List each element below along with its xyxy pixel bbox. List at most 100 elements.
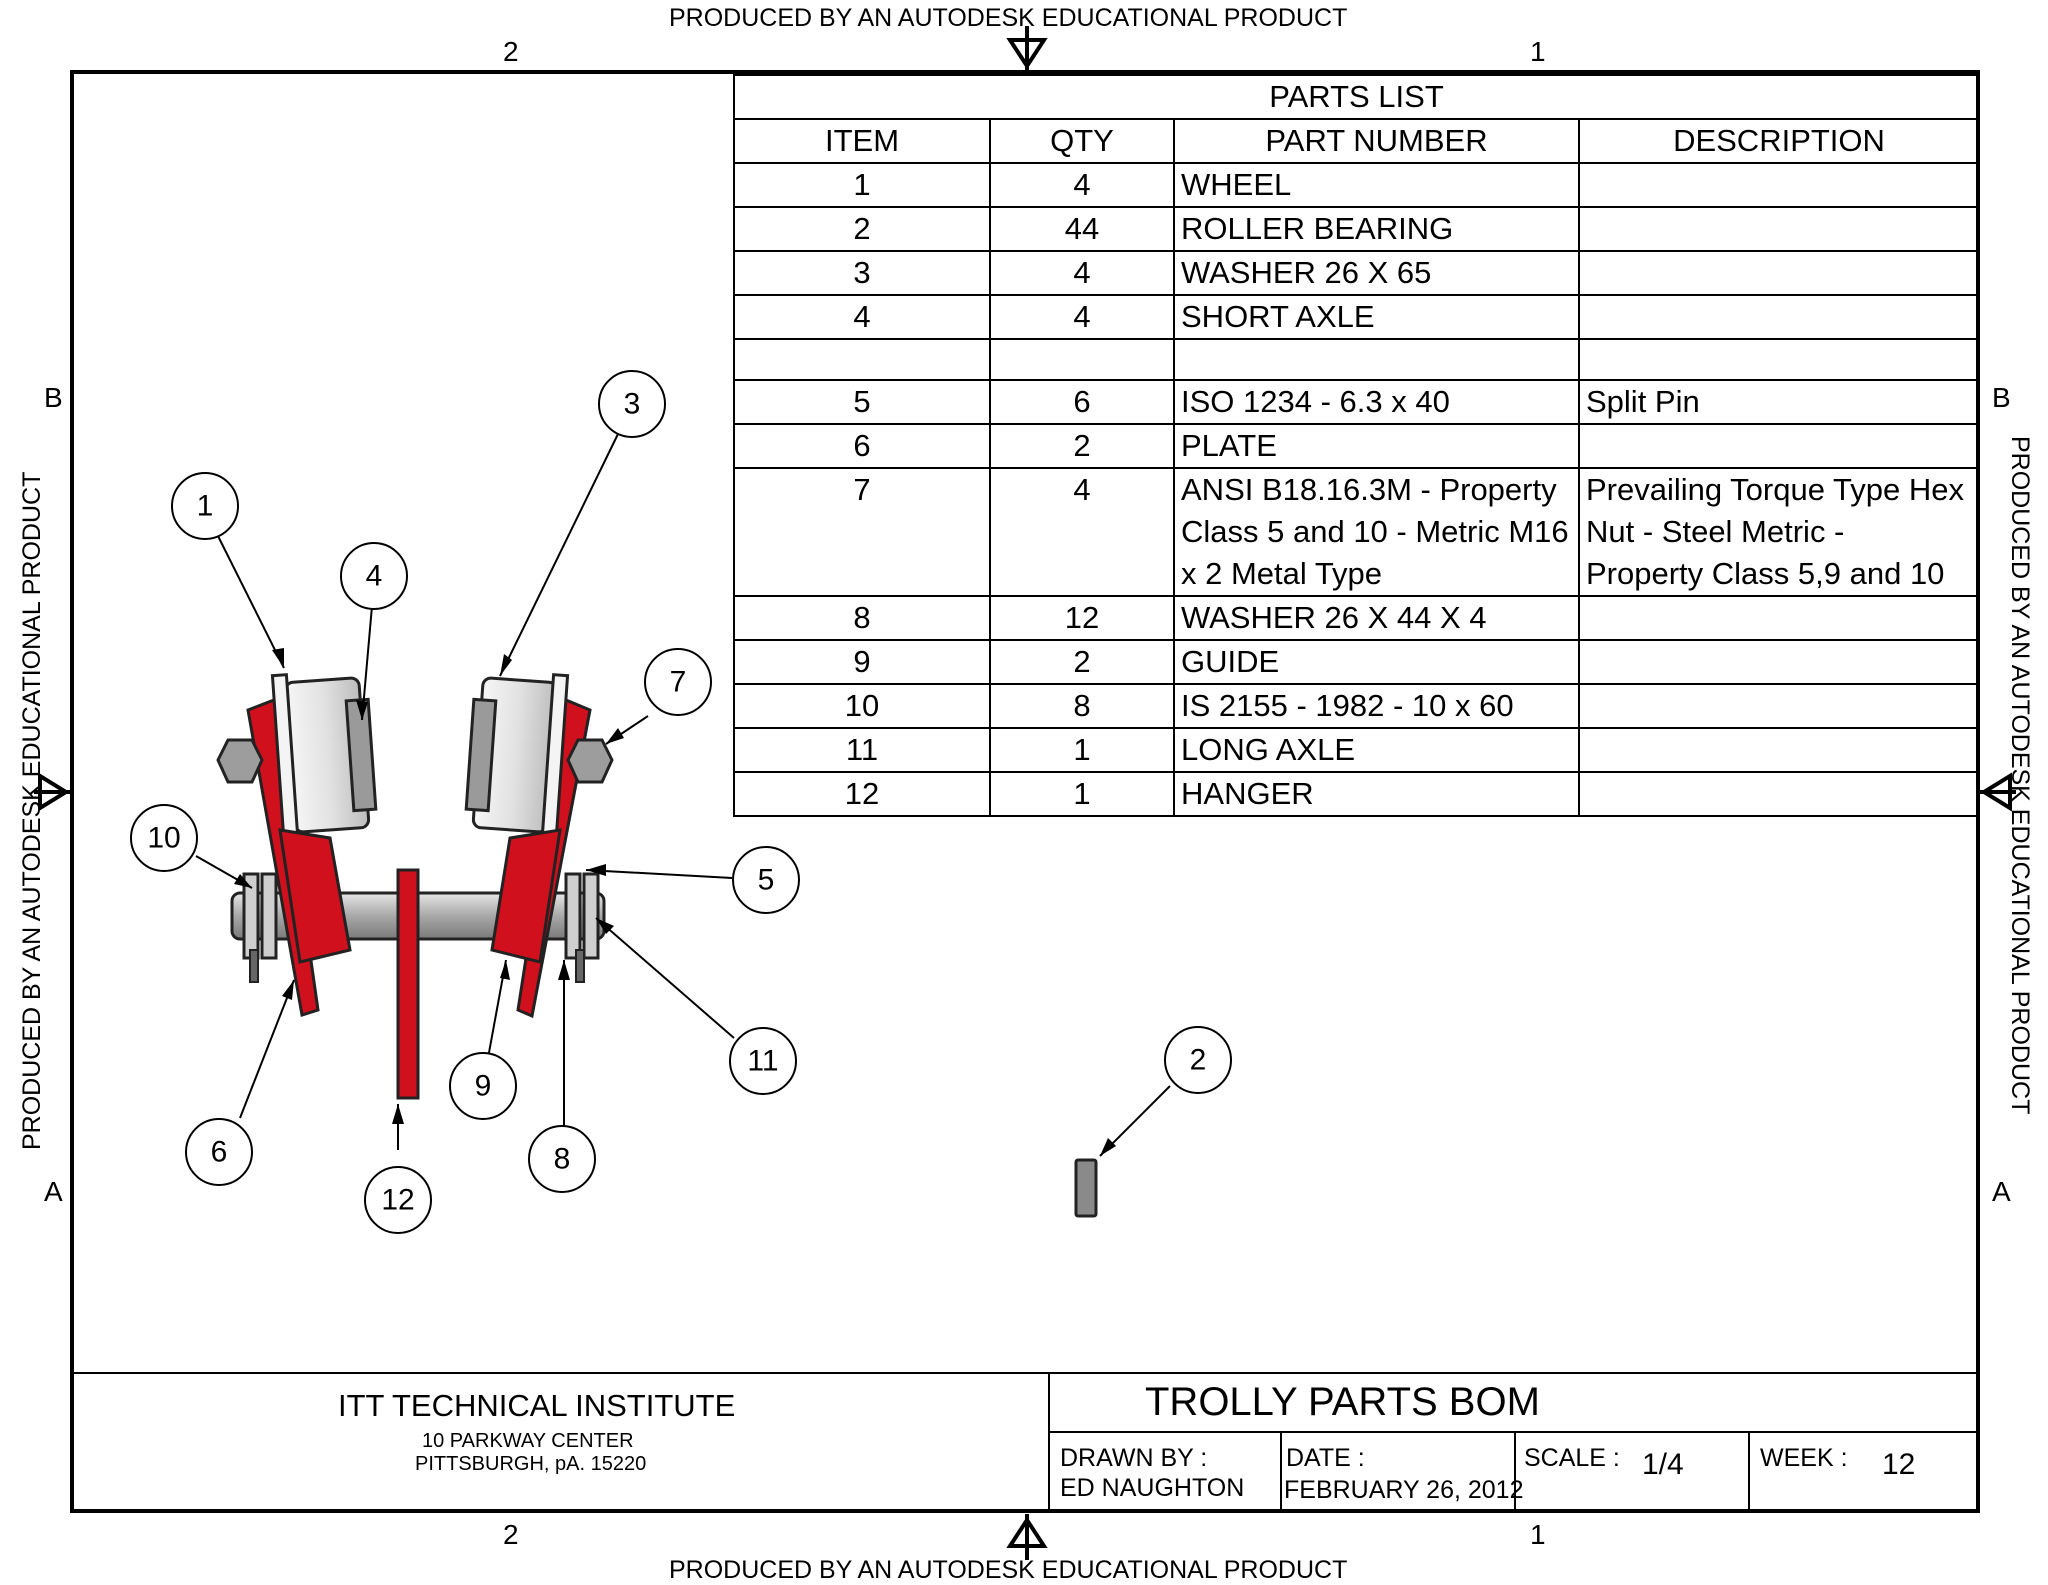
title-block-divider — [1048, 1372, 1050, 1513]
parts-cell-description — [1578, 250, 1980, 296]
title-block-row-line — [1050, 1431, 1980, 1433]
parts-cell-qty: 8 — [989, 682, 1175, 729]
balloon-circle-10 — [130, 804, 198, 872]
header-item: ITEM — [733, 118, 991, 164]
parts-cell-part-number — [1173, 338, 1580, 381]
parts-cell-part-number: IS 2155 - 1982 - 10 x 60 — [1173, 682, 1580, 729]
short-axle-right — [464, 697, 498, 813]
parts-cell-description — [1578, 162, 1980, 208]
parts-cell-item: 1 — [733, 162, 991, 208]
balloon-label-6: 6 — [211, 1136, 228, 1169]
parts-list-header-row: ITEM QTY PART NUMBER DESCRIPTION — [733, 118, 1980, 164]
balloon-label-5: 5 — [758, 864, 775, 897]
date-value: FEBRUARY 26, 2012 — [1284, 1476, 1524, 1504]
parts-cell-part-number: WASHER 26 X 44 X 4 — [1173, 594, 1580, 641]
hex-nut-right — [566, 738, 614, 784]
item-balloons — [130, 370, 1232, 1234]
balloon-label-10: 10 — [147, 822, 180, 855]
parts-cell-item: 12 — [733, 770, 991, 817]
watermark-bottom: PRODUCED BY AN AUTODESK EDUCATIONAL PROD… — [669, 1556, 1348, 1584]
washer-left-axle-2 — [260, 872, 278, 960]
balloon-circle-1 — [171, 472, 239, 540]
drawn-by-label: DRAWN BY : — [1060, 1444, 1208, 1472]
parts-cell-description-line: Prevailing Torque Type Hex — [1586, 471, 1964, 507]
parts-cell-item: 7 — [733, 466, 991, 597]
parts-cell-qty: 4 — [989, 162, 1175, 208]
balloon-label-3: 3 — [624, 388, 641, 421]
balloon-circle-4 — [340, 542, 408, 610]
title-block-cell-line-1 — [1280, 1433, 1282, 1513]
leader-arrowheads — [234, 648, 1116, 1156]
parts-cell-item: 4 — [733, 294, 991, 340]
scale-label: SCALE : — [1524, 1444, 1620, 1472]
parts-cell-part-number: SHORT AXLE — [1173, 294, 1580, 340]
zone-label-2-bottom: 2 — [503, 1519, 519, 1550]
parts-cell-qty: 2 — [989, 638, 1175, 685]
parts-cell-qty — [989, 338, 1175, 381]
scale-value: 1/4 — [1642, 1448, 1684, 1481]
parts-cell-description — [1578, 422, 1980, 469]
parts-list-table: PARTS LIST ITEM QTY PART NUMBER DESCRIPT… — [733, 74, 1980, 817]
parts-cell-part-number: WHEEL — [1173, 162, 1580, 208]
zone-label-a-left: A — [44, 1176, 63, 1207]
balloon-label-11: 11 — [747, 1045, 778, 1078]
title-block-top-line — [70, 1372, 1980, 1374]
institute-name: ITT TECHNICAL INSTITUTE — [338, 1388, 736, 1423]
header-part-number: PART NUMBER — [1173, 118, 1580, 164]
parts-cell-description — [1578, 770, 1980, 817]
parts-cell-item: 10 — [733, 682, 991, 729]
short-axle-left — [344, 697, 378, 813]
parts-cell-part-number-line: Class 5 and 10 - Metric M16 — [1181, 513, 1569, 549]
parts-cell-qty: 4 — [989, 466, 1175, 597]
parts-cell-description-line: Property Class 5,9 and 10 — [1586, 555, 1945, 591]
parts-cell-part-number: WASHER 26 X 65 — [1173, 250, 1580, 296]
guide-right — [490, 828, 562, 964]
week-label: WEEK : — [1760, 1444, 1848, 1472]
parts-cell-description — [1578, 726, 1980, 773]
parts-cell-item: 3 — [733, 250, 991, 296]
zone-label-1-bottom: 1 — [1530, 1519, 1546, 1550]
hanger — [396, 868, 420, 1100]
parts-cell-part-number-line: x 2 Metal Type — [1181, 555, 1383, 591]
parts-list-title: PARTS LIST — [733, 74, 1980, 120]
address-line-2: PITTSBURGH, pA. 15220 — [415, 1453, 647, 1475]
left-wheel-assembly — [216, 673, 378, 1017]
week-value: 12 — [1882, 1448, 1916, 1481]
roller-bearing — [1074, 1158, 1098, 1218]
parts-cell-qty: 6 — [989, 378, 1175, 425]
parts-cell-qty: 4 — [989, 294, 1175, 340]
parts-cell-part-number: LONG AXLE — [1173, 726, 1580, 773]
parts-cell-description — [1578, 206, 1980, 252]
parts-cell-qty: 1 — [989, 726, 1175, 773]
date-label: DATE : — [1286, 1444, 1365, 1472]
parts-cell-description — [1578, 638, 1980, 685]
balloon-label-7: 7 — [670, 666, 687, 699]
header-qty: QTY — [989, 118, 1175, 164]
parts-cell-qty: 44 — [989, 206, 1175, 252]
parts-cell-item: 2 — [733, 206, 991, 252]
hex-nut-left — [216, 738, 264, 784]
balloon-label-8: 8 — [554, 1143, 571, 1176]
parts-cell-part-number-line: ANSI B18.16.3M - Property — [1181, 471, 1557, 507]
balloon-label-4: 4 — [366, 560, 383, 593]
balloon-label-1: 1 — [197, 490, 214, 523]
zone-label-2-top: 2 — [503, 36, 519, 67]
header-description: DESCRIPTION — [1578, 118, 1980, 164]
drawing-title: TROLLY PARTS BOM — [1145, 1380, 1540, 1424]
balloon-circle-7 — [644, 648, 712, 716]
parts-cell-qty: 4 — [989, 250, 1175, 296]
balloon-label-2: 2 — [1190, 1044, 1207, 1077]
balloon-circle-12 — [364, 1166, 432, 1234]
title-block-cell-line-3 — [1748, 1433, 1750, 1513]
